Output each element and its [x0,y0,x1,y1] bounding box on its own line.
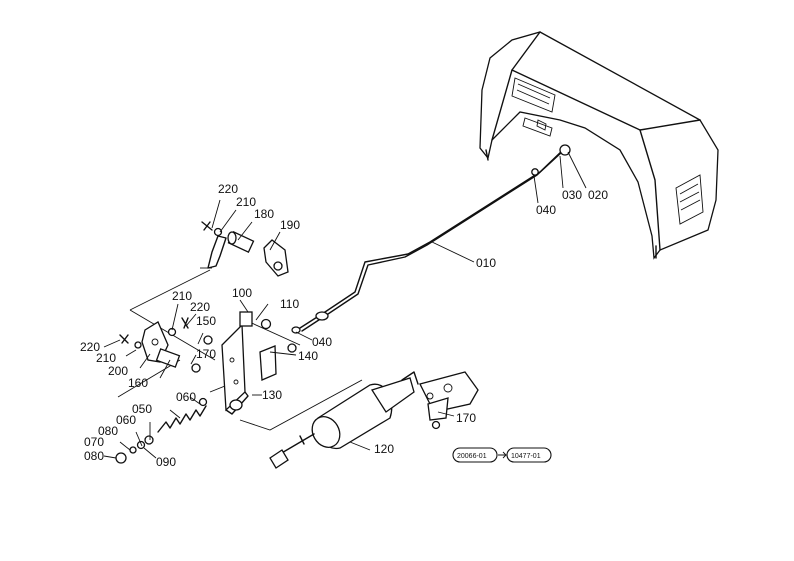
solenoid-120 [269,371,479,469]
left-lever [119,317,189,368]
label-080-lower: 080 [84,449,104,463]
label-200: 200 [108,364,128,378]
label-220-upper: 220 [218,182,238,196]
label-220-middle: 220 [190,300,210,314]
label-040-rod: 040 [536,203,556,217]
label-030: 030 [562,188,582,202]
serial-range: 20066-01 10477-01 [452,447,552,463]
rod-010 [291,144,571,334]
spring-and-washers [115,397,208,464]
label-170-left: 170 [196,347,216,361]
label-060-lower: 060 [116,413,136,427]
label-120: 120 [374,442,394,456]
label-210-middle: 210 [172,289,192,303]
label-150: 150 [196,314,216,328]
bracket-130 [191,311,297,415]
label-220-lower: 220 [80,340,100,354]
label-070: 070 [84,435,104,449]
serial-arrow-icon [498,451,507,459]
label-060-upper: 060 [176,390,196,404]
serial-to-box [506,447,552,463]
label-100: 100 [232,286,252,300]
serial-from-box [452,447,498,463]
label-170-right: 170 [456,411,476,425]
label-130: 130 [262,388,282,402]
label-080-upper: 080 [98,424,118,438]
upper-arm-assembly [200,221,289,277]
label-180: 180 [254,207,274,221]
serial-from: 20066-01 [457,453,487,460]
label-210-upper: 210 [236,195,256,209]
label-110: 110 [280,297,299,311]
label-020: 020 [588,188,608,202]
serial-to: 10477-01 [511,453,541,460]
label-210-lower: 210 [96,351,116,365]
label-050: 050 [132,402,152,416]
label-160: 160 [128,376,148,390]
label-190: 190 [280,218,300,232]
label-010: 010 [476,256,496,270]
engine-cover [479,31,719,260]
label-040-bracket: 040 [312,335,332,349]
leader-lines [103,151,587,459]
part-labels: 010 020 030 040 040 050 060 060 070 080 … [80,182,608,469]
label-090: 090 [156,455,176,469]
label-140: 140 [298,349,318,363]
